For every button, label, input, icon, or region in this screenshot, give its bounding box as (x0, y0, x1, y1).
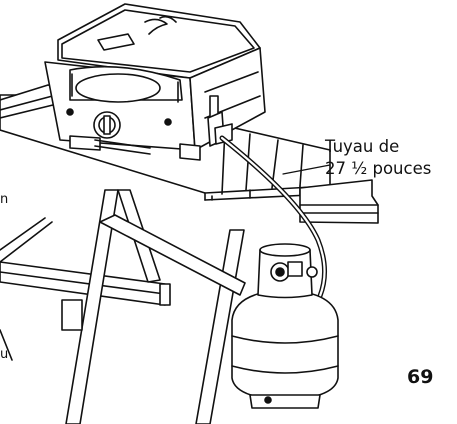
label-leader-line (282, 164, 331, 175)
hose-length-label-line2: 27 ½ pouces (325, 159, 432, 178)
front-bench (0, 261, 171, 306)
page-number: 69 (407, 366, 434, 388)
pizza-oven (44, 3, 266, 161)
margin-fragment-lower: u (0, 347, 9, 362)
right-bench (299, 179, 379, 224)
hose-length-label-line1: Tuyau de (325, 137, 400, 156)
propane-tank (231, 243, 339, 409)
margin-fragment-upper: n (0, 192, 9, 207)
hose (219, 135, 327, 299)
table-legs (0, 189, 246, 424)
hose-length-label: Tuyau de 27 ½ pouces (325, 136, 431, 180)
